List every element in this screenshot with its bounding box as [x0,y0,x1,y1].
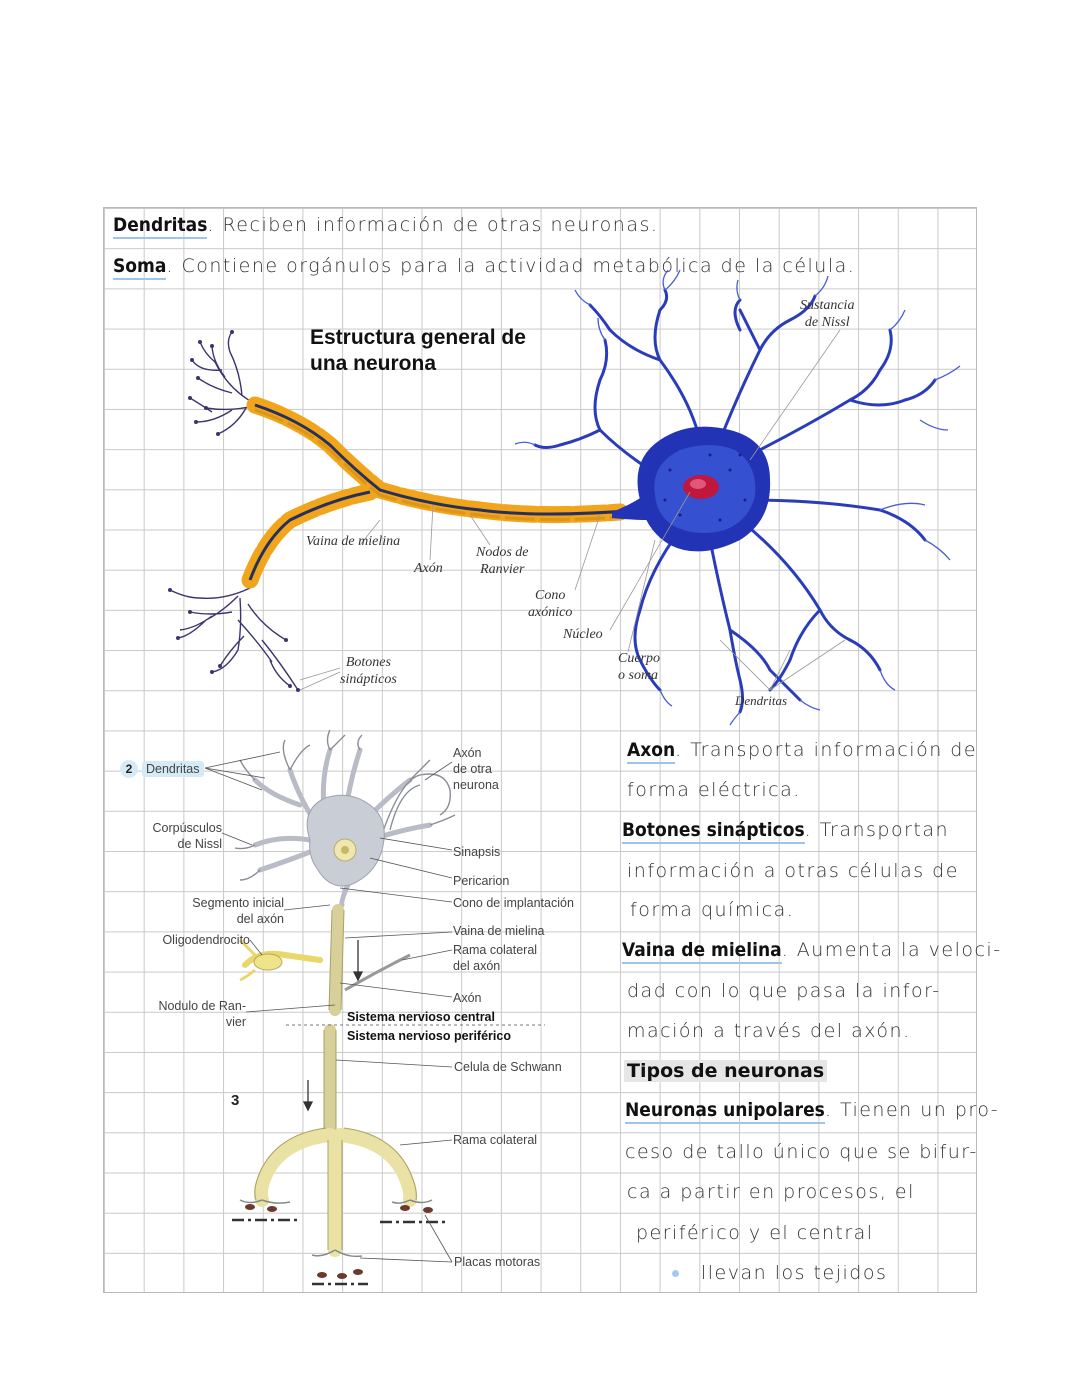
fig2-label-corpusculos-1: Corpúsculos [152,821,222,835]
term-soma: Soma [113,255,167,280]
label-nissl: Sustancia de Nissl [800,297,854,331]
note-soma-text: . Contiene orgánulos para la actividad m… [166,255,856,277]
note-uni-l3: ca a partir en procesos, el [627,1181,915,1203]
fig2-label-rama-colateral: Rama colateral [453,1133,538,1147]
label-nucleus: Núcleo [563,627,603,642]
figure1-title: Estructura general de una neurona [310,325,526,377]
fig2-label-nodulo: Nodulo de Ran-vier [140,998,246,1030]
term-botones: Botones sinápticos [622,819,805,844]
fig2-label-cono: Cono de implantación [453,896,574,910]
label-soma: Cuerpo o soma [618,650,660,684]
fig2-label-sinapsis: Sinapsis [453,845,501,859]
note-axon: Axon. Transporta información de [627,739,978,764]
fig2-label-dendritas: Dendritas [142,761,204,777]
fig2-label-axon-otra-2: de otra [453,762,492,776]
label-ranvier-2: Ranvier [480,562,525,577]
fig2-label-segmento: Segmento inicial del axón [170,895,284,927]
note-botones: Botones sinápticos. Transportan [622,819,950,844]
term-axon: Axon [627,739,676,764]
fig2-label-nodulo-1: Nodulo de Ran- [158,999,246,1013]
note-vaina: Vaina de mielina. Aumenta la veloci- [622,939,1002,964]
note-uni-l5-item: llevan los tejidos [672,1262,887,1284]
note-uni-l4: periférico y el central [636,1222,874,1244]
bullet-icon [672,1270,679,1277]
badge-3: 3 [231,1092,240,1109]
label-buttons-1: Botones [345,655,391,670]
fig2-label-axon-otra-3: neurona [453,778,499,792]
fig2-label-schwann: Celula de Schwann [454,1060,562,1074]
fig2-label-pericarion: Pericarion [453,874,510,888]
label-soma-1: Cuerpo [618,651,660,666]
note-soma: Soma. Contiene orgánulos para la activid… [113,255,856,280]
label-soma-2: o soma [618,668,659,683]
note-unipolares: Neuronas unipolares. Tienen un pro- [625,1099,1000,1124]
label-nissl-2: de Nissl [804,315,850,330]
fig2-label-axon-otra: Axón de otra neurona [453,745,499,793]
note-vaina-l1: . Aumenta la veloci- [781,939,1002,961]
fig2-label-axon: Axón [453,991,482,1005]
note-botones-l2: información a otras células de [627,860,959,882]
heading-tipos: Tipos de neuronas [624,1060,828,1082]
note-vaina-l2: dad con lo que pasa la infor- [627,980,941,1002]
label-buttons-2: sinápticos [340,672,397,687]
note-axon-l2: forma eléctrica. [627,779,801,801]
fig2-label-oligo: Oligodendrocito [162,933,250,947]
badge-2: 2 [120,760,138,778]
figure1-title-line1: Estructura general de [310,326,526,349]
label-cone: Cono axónico [528,587,572,621]
note-dendritas: Dendritas. Reciben información de otras … [113,214,659,239]
note-tipos: Tipos de neuronas [624,1060,828,1082]
grid-paper [103,207,977,1293]
note-botones-l3: forma química. [630,899,795,921]
label-cone-1: Cono [534,588,566,603]
fig2-label-rama-col: Rama colateral del axón [453,942,537,974]
note-vaina-l3: mación a través del axón. [627,1020,911,1042]
fig2-label-nodulo-2: vier [225,1015,246,1029]
note-uni-l5: llevan los tejidos [701,1262,888,1284]
fig2-label-snp: Sistema nervioso periférico [347,1029,511,1043]
label-nissl-1: Sustancia [800,298,855,313]
fig2-label-placas: Placas motoras [454,1255,541,1269]
fig2-label-corpusculos-2: de Nissl [177,837,222,851]
note-uni-l1: . Tienen un pro- [824,1099,1000,1121]
term-unipolares: Neuronas unipolares [625,1099,825,1124]
label-ranvier-1: Nodos de [476,545,529,560]
note-botones-l1: . Transportan [804,819,950,841]
label-myelin: Vaina de mielina [306,534,401,549]
term-dendritas: Dendritas [113,214,208,239]
label-dendrites: Dendritas [735,693,787,708]
label-axon: Axón [414,561,443,576]
fig2-label-rama-col-2: del axón [453,959,501,973]
figure1-title-line2: una neurona [310,352,437,375]
fig2-label-axon-otra-1: Axón [453,746,482,760]
note-uni-l2: ceso de tallo único que se bifur- [625,1141,978,1163]
term-vaina: Vaina de mielina [622,939,782,964]
label-buttons: Botones sinápticos [340,654,397,688]
fig2-label-vaina: Vaina de mielina [453,924,545,938]
note-axon-l1: . Transporta información de [675,739,978,761]
fig2-label-segmento-2: del axón [236,912,284,926]
label-ranvier: Nodos de Ranvier [476,544,529,578]
fig2-label-rama-col-1: Rama colateral [453,943,538,957]
note-dendritas-text: . Reciben información de otras neuronas. [207,214,659,236]
label-cone-2: axónico [528,605,573,620]
fig2-label-corpusculos: Corpúsculos de Nissl [140,820,222,852]
fig2-label-segmento-1: Segmento inicial [192,896,284,910]
fig2-label-snc: Sistema nervioso central [347,1010,495,1024]
